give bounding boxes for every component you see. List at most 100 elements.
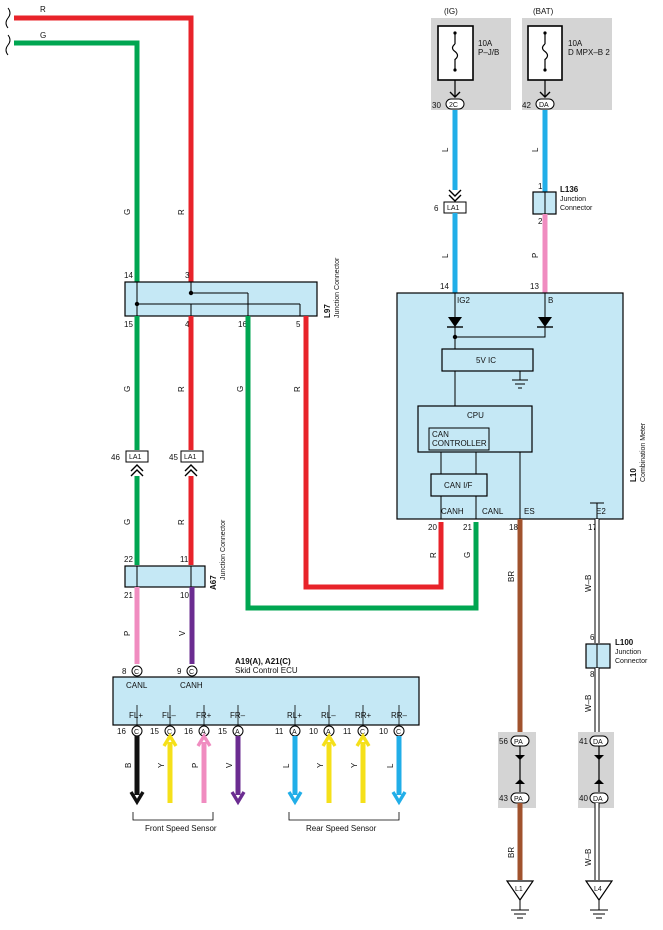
pa-code-top: PA [514, 739, 523, 746]
l97-pin-4: 4 [185, 320, 190, 329]
fuse-bat-conn: DA [539, 102, 549, 109]
fuse-ig: (IG) 10A P–J/B 2C 30 [431, 7, 511, 110]
pa-pin-top: 56 [499, 737, 508, 746]
l136-pin-bottom: 2 [538, 217, 543, 226]
wire-label-r-4: R [429, 552, 438, 558]
wire-label-l-3: L [531, 147, 540, 152]
ecu-term-arrow-3 [230, 791, 246, 806]
l100-pin-top: 6 [590, 633, 595, 642]
ecu-canl-conn: C [134, 669, 139, 676]
la1-top-pin: 6 [434, 204, 439, 213]
l10-pin-21: 21 [463, 523, 472, 532]
l10-pin-14: 14 [440, 282, 449, 291]
wire-label-l-1: L [441, 147, 450, 152]
fuse-ig-conn: 2C [449, 102, 458, 109]
ecu-term-arrow-5 [321, 732, 337, 747]
a67-junction-connector: 22 11 21 10 A67 Junction Connector P V [123, 519, 227, 664]
ecu-term-arrow-0 [129, 791, 145, 806]
ecu-term-wire-label-0: B [124, 763, 133, 768]
l97-junction-connector: 14 3 15 4 16 5 L97 Junction Connector [124, 257, 341, 329]
fuse-bat-name: D MPX–B 2 [568, 48, 610, 57]
wire-label-g-2: G [123, 386, 132, 392]
ecu-canl-label: CANL [126, 681, 148, 690]
fuse-ig-name: P–J/B [478, 48, 499, 57]
ecu-term-pin-7: 10 [379, 727, 388, 736]
ecu-term-arrow-2 [196, 732, 212, 747]
wire-label-l-2: L [441, 253, 450, 258]
a67-pin-21: 21 [124, 591, 133, 600]
wire-label-wb-1: W–B [584, 575, 593, 592]
fuse-bat: (BAT) 10A D MPX–B 2 DA 42 [522, 7, 612, 110]
ecu-code: A19(A), A21(C) [235, 657, 291, 666]
a67-code: A67 [209, 575, 218, 590]
wire-label-g-4: G [463, 552, 472, 558]
bat-supply-line: L 1 2 L136 Junction Connector P [531, 110, 593, 293]
ecu-term-pin-5: 10 [309, 727, 318, 736]
da-code-bottom: DA [593, 796, 603, 803]
ecu-pin-canl: 8 [122, 667, 127, 676]
wire-label-p-1: P [123, 631, 132, 636]
wire-label-g-1: G [123, 209, 132, 215]
l10-pin-18: 18 [509, 523, 518, 532]
ecu-canh-conn: C [189, 669, 194, 676]
l10-pin-13: 13 [530, 282, 539, 291]
l97-pin-5: 5 [296, 320, 301, 329]
l10-5v-ic: 5V IC [476, 356, 496, 365]
ecu-term-pin-4: 11 [275, 727, 284, 736]
wire-label-wb-3: W–B [584, 849, 593, 866]
l97-pin-3: 3 [185, 271, 190, 280]
l10-pin-20: 20 [428, 523, 437, 532]
ecu-term-wire-label-5: Y [316, 762, 325, 768]
l10-ig2: IG2 [457, 296, 470, 305]
wire-label-g-5: G [123, 519, 132, 525]
ecu-term-pin-0: 16 [117, 727, 126, 736]
a67-desc: Junction Connector [220, 519, 227, 580]
ecu-term-wire-label-7: L [386, 763, 395, 768]
ecu-term-name-0: FL+ [129, 711, 143, 720]
fuse-bat-rating: 10A [568, 39, 583, 48]
ecu-term-pin-3: 15 [218, 727, 227, 736]
l136-desc1: Junction [560, 196, 586, 203]
l136-code: L136 [560, 185, 579, 194]
ecu-desc: Skid Control ECU [235, 666, 298, 675]
ground-l1: L1 [515, 886, 523, 893]
wire-label-r-2: R [177, 386, 186, 392]
la1-mid-connectors: LA1 46 LA1 45 G R [111, 450, 204, 565]
ecu-term-wire-label-1: Y [157, 762, 166, 768]
ecu-term-arrow-6 [355, 732, 371, 747]
la1-mid-code-g: LA1 [129, 454, 142, 461]
pa-pin-bottom: 43 [499, 794, 508, 803]
skid-control-ecu: C 8 C 9 A19(A), A21(C) Skid Control ECU … [112, 657, 420, 833]
la1-top-code: LA1 [447, 205, 460, 212]
fuse-ig-header: (IG) [444, 7, 458, 16]
la1-mid-pin-45: 45 [169, 453, 178, 462]
ecu-terminals: FL+C16BFL–C15YFR+A16PFR–A15VRL+A11LRL–A1… [117, 705, 408, 806]
wire-label-p-2: P [531, 253, 540, 258]
fuse-bat-header: (BAT) [533, 7, 554, 16]
ecu-term-conn-4: A [292, 729, 297, 736]
wire-label-r-1: R [177, 209, 186, 215]
la1-mid-code-r: LA1 [184, 454, 197, 461]
ecu-term-pin-1: 15 [150, 727, 159, 736]
ecu-term-conn-0: C [134, 729, 139, 736]
l97-code: L97 [323, 304, 332, 318]
ecu-term-conn-5: A [326, 729, 331, 736]
ecu-term-conn-3: A [235, 729, 240, 736]
l136-pin-top: 1 [538, 182, 543, 191]
da-pin-top: 41 [579, 737, 588, 746]
ecu-term-name-1: FL– [162, 711, 176, 720]
ecu-pin-canh: 9 [177, 667, 182, 676]
ground-l4: L4 [594, 886, 602, 893]
ecu-term-conn-7: C [396, 729, 401, 736]
l100-desc2: Connector [615, 658, 648, 665]
ecu-canh-label: CANH [180, 681, 203, 690]
l10-code: L10 [629, 468, 638, 482]
l10-can-ctrl-1: CAN [432, 430, 449, 439]
ecu-term-wire-label-2: P [191, 763, 200, 768]
ecu-term-wire-label-3: V [225, 762, 234, 768]
l10-e2: E2 [596, 507, 606, 516]
l10-desc: Combination Meter [640, 422, 647, 482]
da-pin-bottom: 40 [579, 794, 588, 803]
ecu-term-arrow-1 [162, 732, 178, 747]
front-speed-sensor-label: Front Speed Sensor [145, 824, 217, 833]
